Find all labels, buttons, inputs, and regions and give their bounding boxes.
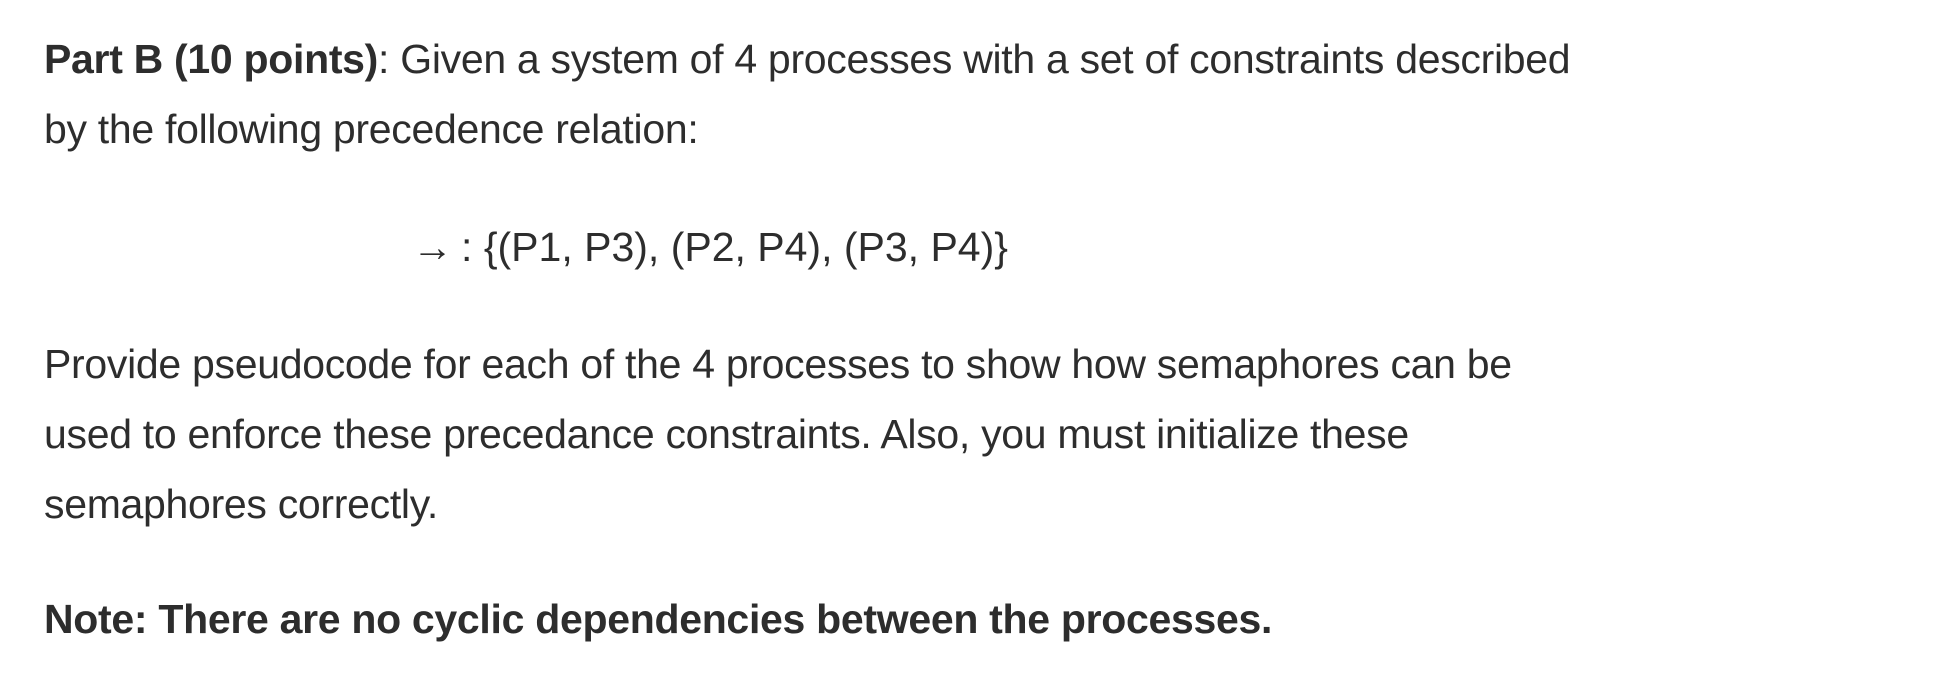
question-intro: Part B (10 points): Given a system of 4 … xyxy=(44,24,1924,164)
precedence-relation: →: {(P1, P3), (P2, P4), (P3, P4)} xyxy=(44,212,1326,282)
note: Note: There are no cyclic dependencies b… xyxy=(44,584,1924,654)
intro-line-1: Part B (10 points): Given a system of 4 … xyxy=(44,24,1924,94)
right-arrow-icon: → xyxy=(412,224,454,270)
intro-text: Given a system of 4 processes with a set… xyxy=(389,36,1571,82)
instructions-line-2: used to enforce these precedance constra… xyxy=(44,411,1409,457)
part-heading-separator: : xyxy=(378,36,390,82)
intro-line-2: by the following precedence relation: xyxy=(44,106,699,152)
note-text: Note: There are no cyclic dependencies b… xyxy=(44,596,1273,642)
instructions-line-3: semaphores correctly. xyxy=(44,481,438,527)
instructions-line-1: Provide pseudocode for each of the 4 pro… xyxy=(44,341,1512,387)
instructions: Provide pseudocode for each of the 4 pro… xyxy=(44,329,1924,539)
relation-set: : {(P1, P3), (P2, P4), (P3, P4)} xyxy=(461,224,1008,270)
part-heading: Part B (10 points) xyxy=(44,36,379,82)
